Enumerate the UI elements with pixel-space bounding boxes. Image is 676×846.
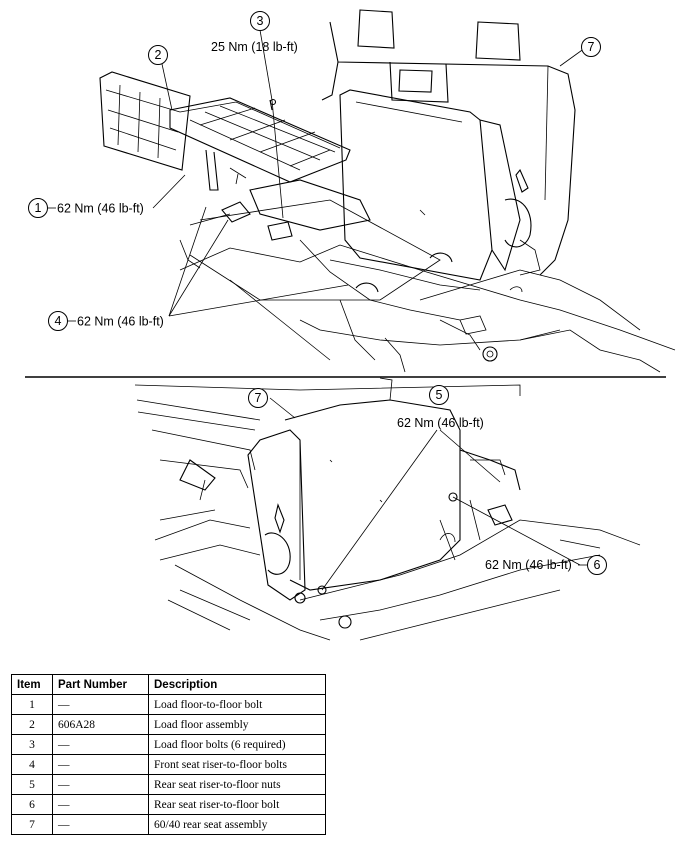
callout-5-torque: 62 Nm (46 lb-ft) [397,416,484,430]
callout-5: 5 62 Nm (46 lb-ft) [397,385,484,430]
callout-1-torque: 62 Nm (46 lb-ft) [57,202,144,216]
table-row: 4 — Front seat riser-to-floor bolts [11,754,326,775]
callout-7-bottom: 7 [248,388,268,408]
cell-item: 1 [11,694,53,715]
callout-4-torque: 62 Nm (46 lb-ft) [77,315,164,329]
load-floor-assembly [99,71,351,191]
cell-part-number: — [52,694,149,715]
cell-description: Load floor-to-floor bolt [148,694,326,715]
parts-table: Item Part Number Description 1 — Load fl… [11,674,326,835]
cell-item: 2 [11,714,53,735]
callout-6-torque: 62 Nm (46 lb-ft) [485,558,572,572]
callout-1-number: 1 [35,201,42,215]
cell-description: Rear seat riser-to-floor nuts [148,774,326,795]
seat-installation-diagram: 3 25 Nm (18 lb-ft) 2 1 62 Nm (46 lb-ft) … [25,9,676,641]
callout-3-torque: 25 Nm (18 lb-ft) [211,40,298,54]
header-part-number: Part Number [52,674,149,695]
callout-3-number: 3 [257,14,264,28]
header-description: Description [148,674,326,695]
cell-part-number: — [52,814,149,835]
callout-7-top-number: 7 [588,40,595,54]
cell-part-number: — [52,774,149,795]
cell-item: 7 [11,814,53,835]
callout-7-bottom-number: 7 [255,391,262,405]
cell-description: 60/40 rear seat assembly [148,814,326,835]
leader-lines-bottom [269,397,581,591]
table-row: 5 — Rear seat riser-to-floor nuts [11,774,326,795]
table-row: 2 606A28 Load floor assembly [11,714,326,735]
bottom-illustration [134,377,641,641]
callout-2-number: 2 [155,48,162,62]
header-item: Item [11,674,53,695]
cell-description: Front seat riser-to-floor bolts [148,754,326,775]
callout-2: 2 [148,45,168,65]
cell-item: 3 [11,734,53,755]
top-illustration [99,9,676,373]
cell-description: Load floor bolts (6 required) [148,734,326,755]
callout-6-number: 6 [594,558,601,572]
rear-seat-assembly-top [321,9,576,281]
table-row: 1 — Load floor-to-floor bolt [11,694,326,715]
callout-4-number: 4 [55,314,62,328]
callout-5-number: 5 [436,388,443,402]
rear-seat-assembly-bottom [247,377,521,601]
cell-part-number: — [52,794,149,815]
cell-description: Load floor assembly [148,714,326,735]
callout-4: 4 62 Nm (46 lb-ft) [48,311,164,331]
table-row: 3 — Load floor bolts (6 required) [11,734,326,755]
callout-6: 62 Nm (46 lb-ft) 6 [485,555,607,575]
cell-item: 5 [11,774,53,795]
cell-item: 4 [11,754,53,775]
table-header-row: Item Part Number Description [11,674,326,695]
cell-part-number: — [52,734,149,755]
callout-3: 3 25 Nm (18 lb-ft) [211,11,298,54]
floor-and-risers-top [179,179,676,373]
table-row: 6 — Rear seat riser-to-floor bolt [11,794,326,815]
cell-part-number: 606A28 [52,714,149,735]
cell-description: Rear seat riser-to-floor bolt [148,794,326,815]
leader-lines-top [152,29,586,317]
table-row: 7 — 60/40 rear seat assembly [11,814,326,835]
cell-part-number: — [52,754,149,775]
cargo-area-bottom [134,384,521,641]
callout-1: 1 62 Nm (46 lb-ft) [28,198,144,218]
callout-7-top: 7 [581,37,601,57]
cell-item: 6 [11,794,53,815]
